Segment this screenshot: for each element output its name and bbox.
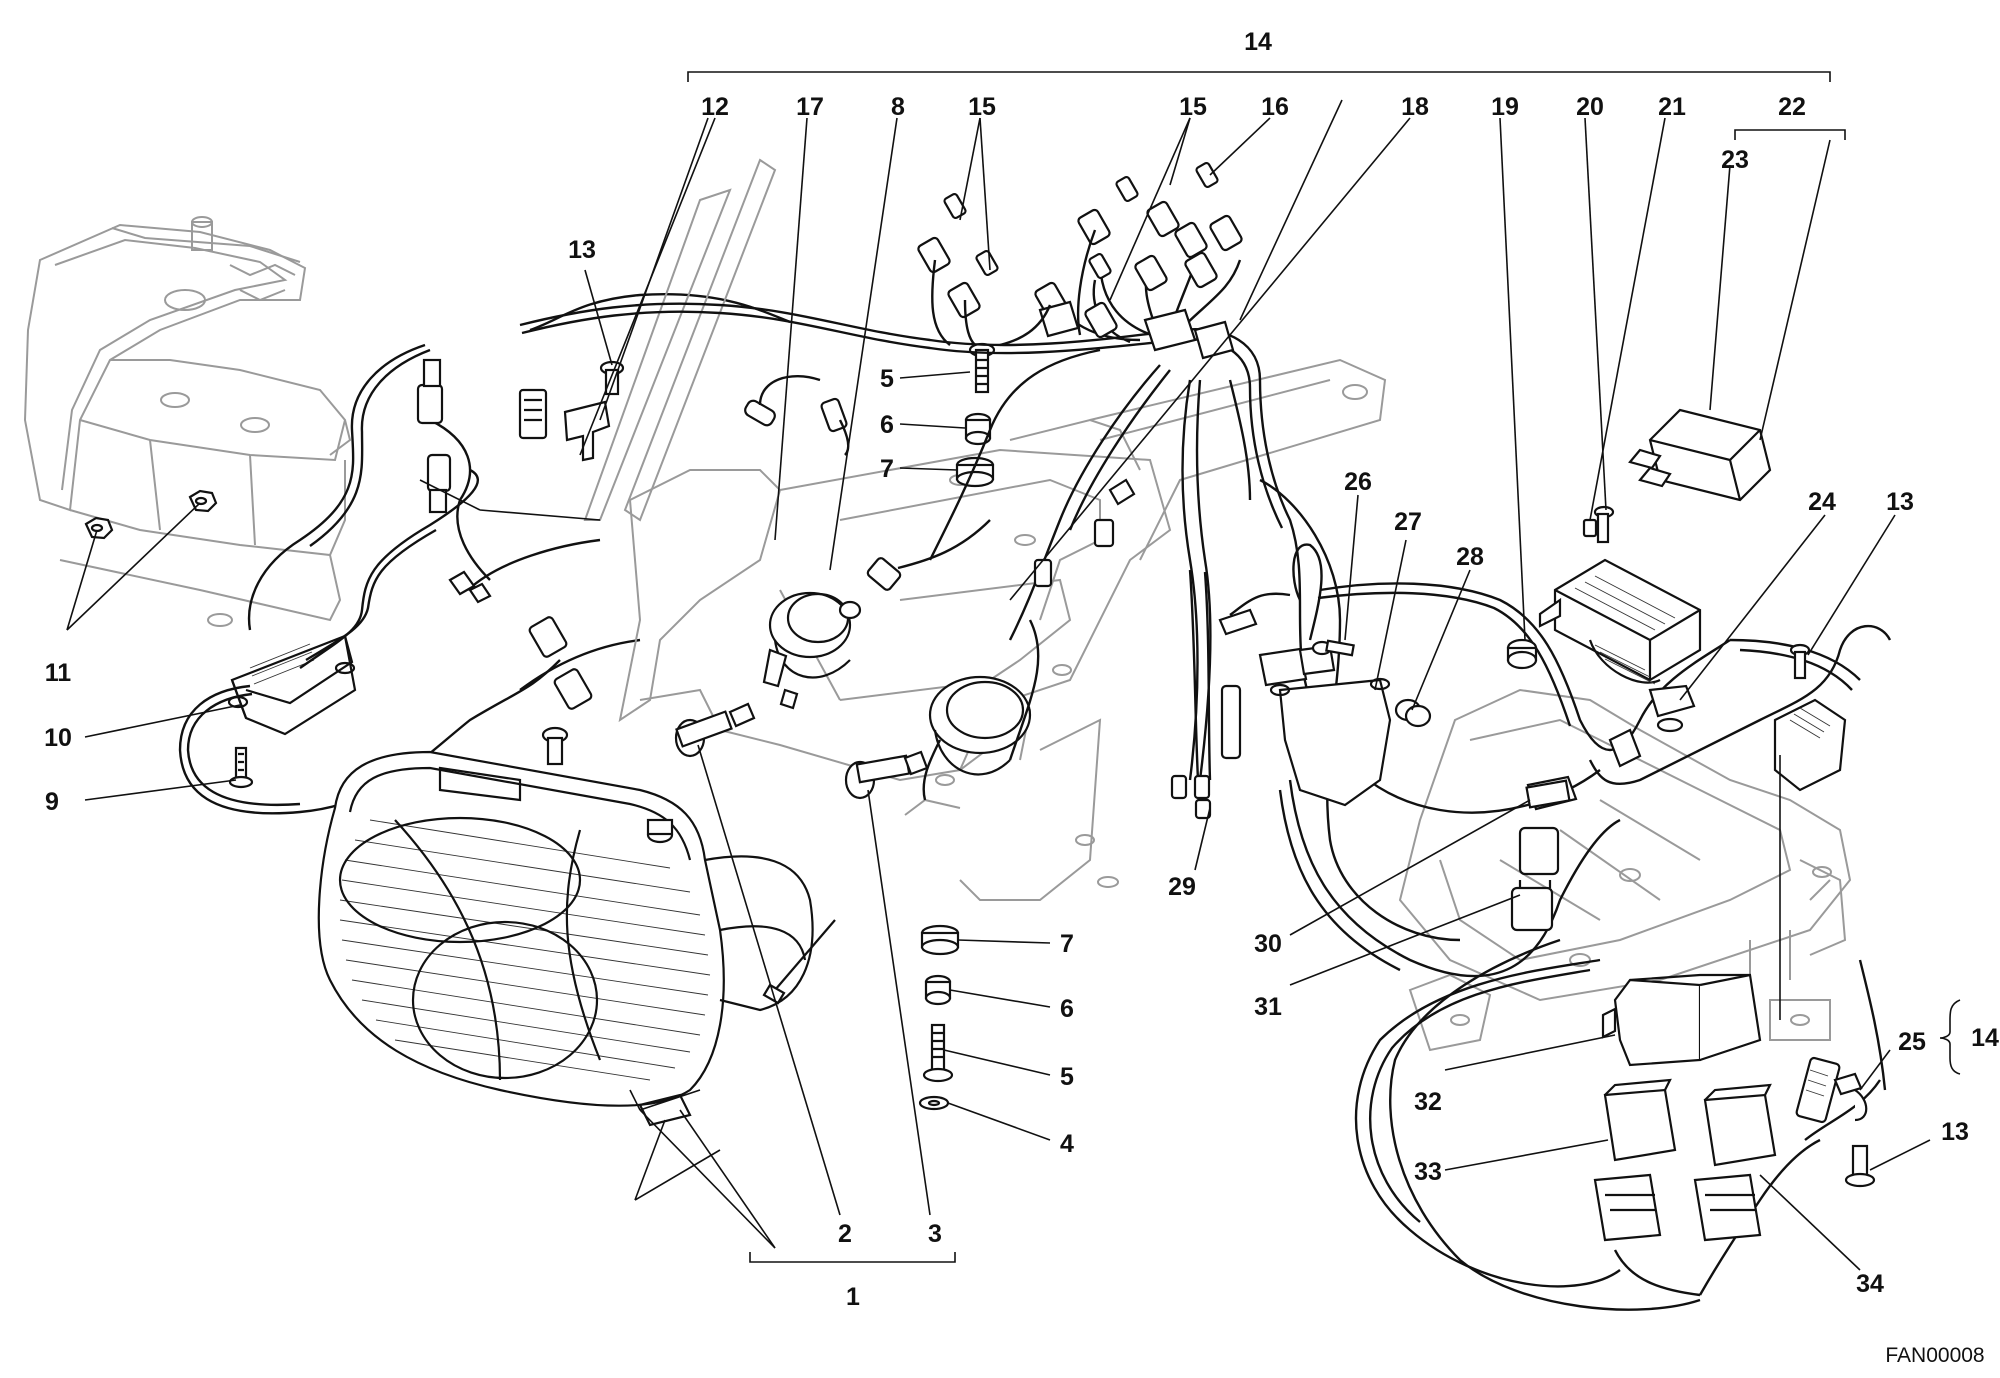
drawing-code: FAN00008 bbox=[1885, 1344, 1984, 1367]
callout-29: 29 bbox=[1168, 873, 1196, 901]
control-module-10 bbox=[227, 634, 357, 736]
bulb-cap-17 bbox=[762, 591, 862, 710]
connectors-left bbox=[416, 358, 611, 710]
bulb-2 bbox=[674, 702, 756, 758]
callout-17: 17 bbox=[796, 93, 824, 121]
leader-lines bbox=[66, 99, 1931, 1271]
relay-33 bbox=[1593, 1078, 1677, 1242]
bulb-cap-right bbox=[922, 619, 1040, 801]
callout-14-right: 14 bbox=[1971, 1024, 1999, 1052]
callout-7-upper: 7 bbox=[880, 455, 894, 483]
callout-14-top: 14 bbox=[1244, 28, 1272, 56]
callout-11: 11 bbox=[45, 659, 72, 687]
mid-harness-connectors bbox=[866, 478, 1136, 591]
bulb-3 bbox=[844, 750, 929, 800]
upper-fairing-bracket-ghost bbox=[23, 216, 352, 627]
callout-12: 12 bbox=[701, 93, 729, 121]
screw-5-upper bbox=[968, 342, 996, 394]
fuse-box-23 bbox=[1628, 408, 1772, 502]
callout-16: 16 bbox=[1261, 93, 1289, 121]
callout-9: 9 bbox=[45, 788, 59, 816]
callout-33: 33 bbox=[1414, 1158, 1442, 1186]
callout-labels: 14 12 17 8 15 15 16 18 19 20 21 22 23 13… bbox=[44, 28, 1999, 1367]
lower-right-harness bbox=[1278, 582, 1892, 1311]
connector-29 bbox=[1170, 569, 1242, 820]
headlight-lens-hatching bbox=[339, 819, 711, 1081]
sensor-24 bbox=[1608, 684, 1696, 768]
callout-23: 23 bbox=[1721, 146, 1749, 174]
callout-13-c: 13 bbox=[1941, 1118, 1969, 1146]
callout-26: 26 bbox=[1344, 468, 1372, 496]
callout-27: 27 bbox=[1394, 508, 1422, 536]
screw-26 bbox=[1311, 639, 1355, 657]
connectors-15-16 bbox=[744, 161, 1243, 456]
callout-2: 2 bbox=[838, 1220, 852, 1248]
callout-18: 18 bbox=[1401, 93, 1429, 121]
relay-bracket-27 bbox=[1218, 543, 1392, 807]
callout-10: 10 bbox=[44, 724, 72, 752]
screw-20 bbox=[1593, 505, 1615, 544]
callout-19: 19 bbox=[1491, 93, 1519, 121]
callout-4: 4 bbox=[1060, 1130, 1074, 1158]
bushing-6-lower bbox=[924, 974, 952, 1006]
ecu-21 bbox=[1538, 558, 1702, 685]
callout-15-a: 15 bbox=[968, 93, 996, 121]
relay-32 bbox=[1601, 973, 1762, 1067]
callout-13-a: 13 bbox=[568, 236, 596, 264]
connector-30 bbox=[1525, 775, 1578, 811]
washer-4 bbox=[918, 1095, 950, 1111]
callout-34: 34 bbox=[1856, 1270, 1884, 1298]
callout-8: 8 bbox=[891, 93, 905, 121]
callout-6-lower: 6 bbox=[1060, 995, 1074, 1023]
callout-5-upper: 5 bbox=[880, 365, 894, 393]
connector-31 bbox=[1510, 826, 1560, 932]
instrument-support-ghost bbox=[1398, 688, 1852, 1052]
grommet-19 bbox=[1506, 638, 1538, 670]
grommet-7-upper bbox=[955, 456, 995, 488]
callout-20: 20 bbox=[1576, 93, 1604, 121]
screw-13-lower bbox=[1844, 1144, 1876, 1188]
callout-1: 1 bbox=[846, 1283, 860, 1311]
callout-21: 21 bbox=[1658, 93, 1686, 121]
callout-30: 30 bbox=[1254, 930, 1282, 958]
relay-34 bbox=[1693, 1083, 1777, 1242]
grommet-7-lower bbox=[920, 924, 960, 956]
connector-25 bbox=[1795, 1056, 1868, 1124]
callout-5-lower: 5 bbox=[1060, 1063, 1074, 1091]
callout-3: 3 bbox=[928, 1220, 942, 1248]
headlight-assembly bbox=[317, 726, 836, 1127]
callout-15-b: 15 bbox=[1179, 93, 1207, 121]
nut-11 bbox=[84, 489, 218, 540]
callout-28: 28 bbox=[1456, 543, 1484, 571]
main-harness-14 bbox=[519, 249, 1601, 942]
fuse-21-small bbox=[1582, 518, 1598, 538]
callout-13-b: 13 bbox=[1886, 488, 1914, 516]
screw-9 bbox=[228, 746, 254, 789]
callout-6-upper: 6 bbox=[880, 411, 894, 439]
relay-module-13b bbox=[1773, 643, 1847, 792]
screw-5-lower bbox=[922, 1023, 954, 1083]
callout-32: 32 bbox=[1414, 1088, 1442, 1116]
callout-31: 31 bbox=[1254, 993, 1282, 1021]
callout-24: 24 bbox=[1808, 488, 1836, 516]
grommet-28 bbox=[1394, 698, 1432, 728]
callout-22: 22 bbox=[1778, 93, 1806, 121]
group-brackets bbox=[687, 71, 1961, 1263]
callout-25: 25 bbox=[1898, 1028, 1926, 1056]
callout-7-lower: 7 bbox=[1060, 930, 1074, 958]
